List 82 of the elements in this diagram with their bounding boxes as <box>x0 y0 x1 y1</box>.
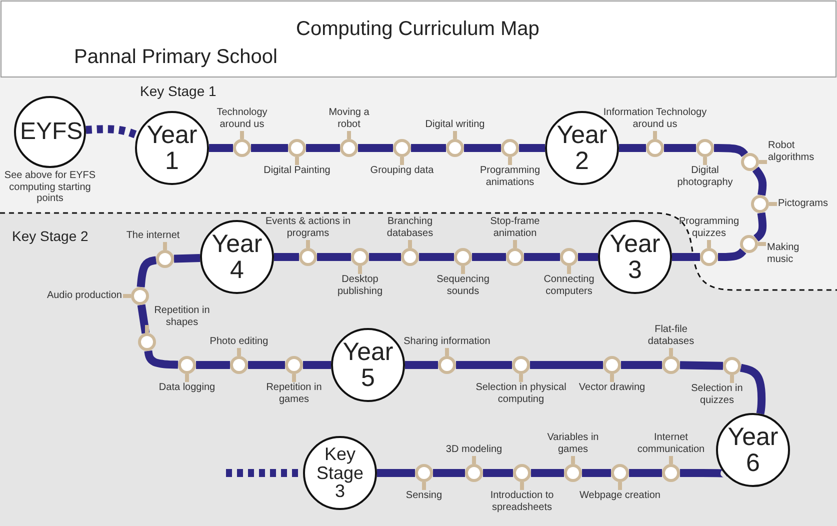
route-line <box>740 364 766 416</box>
route-line <box>582 469 611 477</box>
station-label: Programming quizzes <box>678 216 740 240</box>
route-line <box>524 253 560 261</box>
route-line <box>531 469 564 477</box>
station-label: Information Technology around us <box>603 107 708 130</box>
route-line <box>274 253 299 261</box>
route-line <box>456 361 512 369</box>
route-line <box>578 253 598 261</box>
route-line <box>433 469 465 477</box>
route-line <box>619 144 646 152</box>
station-label: Pictograms <box>778 198 830 210</box>
route-line <box>196 361 230 369</box>
stage-heading: Key Stage 1 <box>140 83 216 99</box>
title: Computing Curriculum Map <box>296 18 540 41</box>
station-label: Selection in physical computing <box>474 382 568 406</box>
note-text: See above for EYFS computing starting points <box>3 170 97 204</box>
route-line <box>144 349 178 369</box>
route-line <box>419 253 454 261</box>
station-label: Photo editing <box>208 336 270 348</box>
station-label: Sequencing sounds <box>436 274 490 298</box>
station-label: Webpage creation <box>578 490 662 502</box>
route-line <box>377 469 415 477</box>
station-label: Making music <box>767 242 800 266</box>
route-line <box>680 361 724 370</box>
dashed-route-line <box>86 125 139 139</box>
route-line <box>664 144 696 152</box>
stage-heading: Key Stage 2 <box>12 228 88 244</box>
station-label: Repetition in shapes <box>153 305 211 329</box>
station-label: Branching databases <box>386 216 434 240</box>
route-line <box>306 144 340 152</box>
station-label: Events & actions in programs <box>264 216 352 240</box>
route-line <box>752 166 767 197</box>
route-line <box>303 361 331 369</box>
route-line <box>714 144 748 158</box>
station-label: Desktop publishing <box>336 274 384 298</box>
station-label: Selection in quizzes <box>690 383 744 407</box>
stop-circle: Year 1 <box>135 111 209 185</box>
station-label: Variables in games <box>546 432 600 456</box>
station-label: Sensing <box>404 490 444 502</box>
route-line <box>530 361 603 369</box>
station-label: Internet communication <box>636 432 706 456</box>
station-label: The internet <box>125 230 181 242</box>
station-label: Flat-file databases <box>646 324 696 348</box>
school-name: Pannal Primary School <box>74 46 278 69</box>
route-line <box>621 361 662 369</box>
station-label: Digital Painting <box>262 165 332 177</box>
route-line <box>248 361 285 369</box>
route-line <box>717 248 746 261</box>
station-label: Stop-frame animation <box>489 216 541 240</box>
station-label: Sharing information <box>402 336 492 348</box>
route-line <box>369 253 401 261</box>
route-line <box>174 254 200 263</box>
station-label: Technology around us <box>216 107 268 131</box>
route-line <box>251 144 288 152</box>
route-line <box>358 144 393 152</box>
route-line <box>483 469 513 477</box>
route-line <box>209 144 233 152</box>
station-label: Audio production <box>46 290 122 302</box>
route-line <box>411 144 446 152</box>
station-label: Moving a robot <box>328 107 370 131</box>
route-line <box>136 256 158 288</box>
station-label: Grouping data <box>369 165 435 177</box>
route-line <box>672 253 700 261</box>
route-line <box>629 469 662 477</box>
station-label: Programming animations <box>478 165 542 189</box>
route-line <box>464 144 501 152</box>
stop-circle: EYFS <box>14 96 86 168</box>
station-label: Data logging <box>158 382 216 394</box>
route-line <box>472 253 506 261</box>
route-line <box>753 212 767 242</box>
station-label: Repetition in games <box>265 382 323 406</box>
route-line <box>519 144 545 152</box>
station-label: Robot algorithms <box>768 140 816 164</box>
station-label: Digital photography <box>676 165 734 189</box>
station-label: Digital writing <box>424 119 486 131</box>
route-line <box>405 361 438 369</box>
route-line <box>137 304 150 334</box>
station-label: Connecting computers <box>542 274 596 298</box>
station-label: 3D modeling <box>444 444 504 456</box>
route-line <box>317 253 351 261</box>
station-label: Introduction to spreadsheets <box>489 490 555 514</box>
